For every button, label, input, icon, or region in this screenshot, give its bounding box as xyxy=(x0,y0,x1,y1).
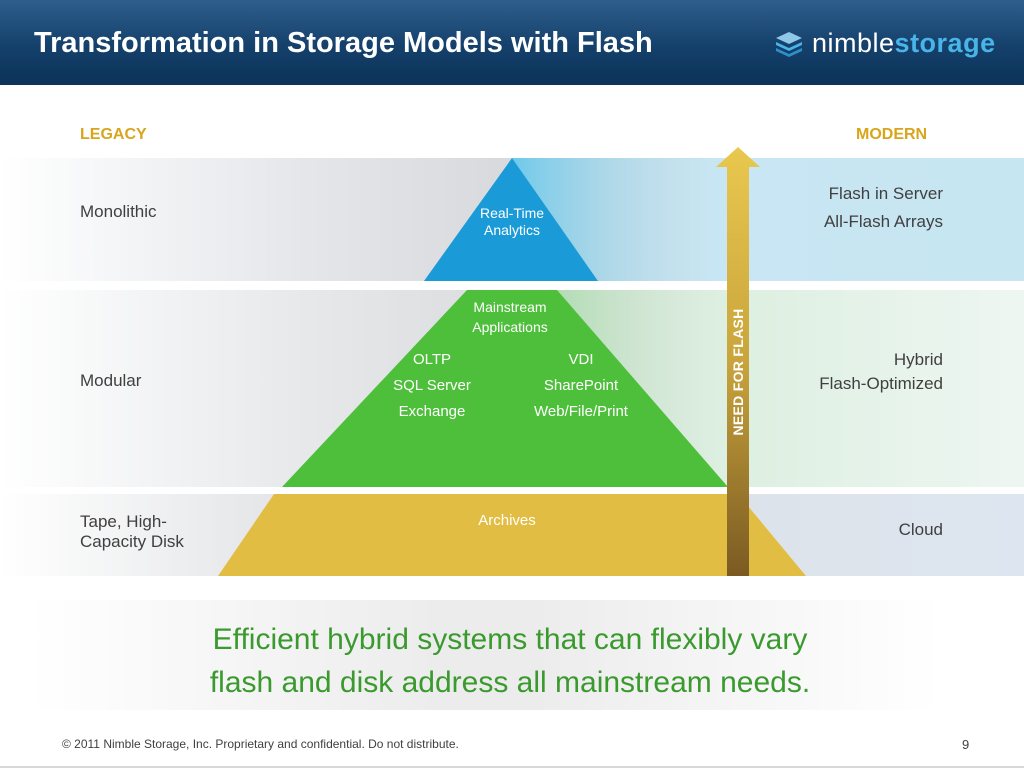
mainstream-apps-label: Mainstream Applications xyxy=(472,299,548,335)
copyright-footer: © 2011 Nimble Storage, Inc. Proprietary … xyxy=(62,737,459,751)
legacy-label-modular: Modular xyxy=(80,371,142,390)
legacy-label-monolithic: Monolithic xyxy=(80,202,157,221)
workloads-right-list: VDI SharePoint Web/File/Print xyxy=(534,351,628,420)
modern-label-flash: Flash in Server All-Flash Arrays xyxy=(823,184,943,231)
workloads-left-list: OLTP SQL Server Exchange xyxy=(393,351,471,420)
legacy-label-tape-disk: Tape, High- Capacity Disk xyxy=(80,512,184,551)
modern-label-cloud: Cloud xyxy=(898,520,943,539)
logo-wordmark: nimblestorage xyxy=(812,27,996,58)
tier-middle-trapezoid xyxy=(282,290,728,487)
page-title: Transformation in Storage Models with Fl… xyxy=(34,27,653,59)
archives-label: Archives xyxy=(478,512,536,529)
tier-top-triangle xyxy=(424,158,598,281)
modern-heading: MODERN xyxy=(856,126,928,143)
legacy-heading: LEGACY xyxy=(80,126,147,143)
realtime-analytics-label: Real-Time Analytics xyxy=(479,205,545,238)
need-for-flash-label: NEED FOR FLASH xyxy=(730,308,746,436)
footer-divider xyxy=(0,766,1024,768)
nimble-storage-logo: nimblestorage xyxy=(772,25,996,61)
layers-icon xyxy=(776,32,802,57)
need-for-flash-arrow xyxy=(716,147,760,576)
modern-label-hybrid: Hybrid Flash-Optimized xyxy=(819,350,943,393)
key-message: Efficient hybrid systems that can flexib… xyxy=(209,623,811,699)
page-number: 9 xyxy=(962,737,970,752)
modern-top-shade xyxy=(512,158,738,281)
message-panel xyxy=(30,600,940,710)
title-bar: Transformation in Storage Models with Fl… xyxy=(0,0,1024,85)
tier-bottom-trapezoid xyxy=(218,494,806,576)
